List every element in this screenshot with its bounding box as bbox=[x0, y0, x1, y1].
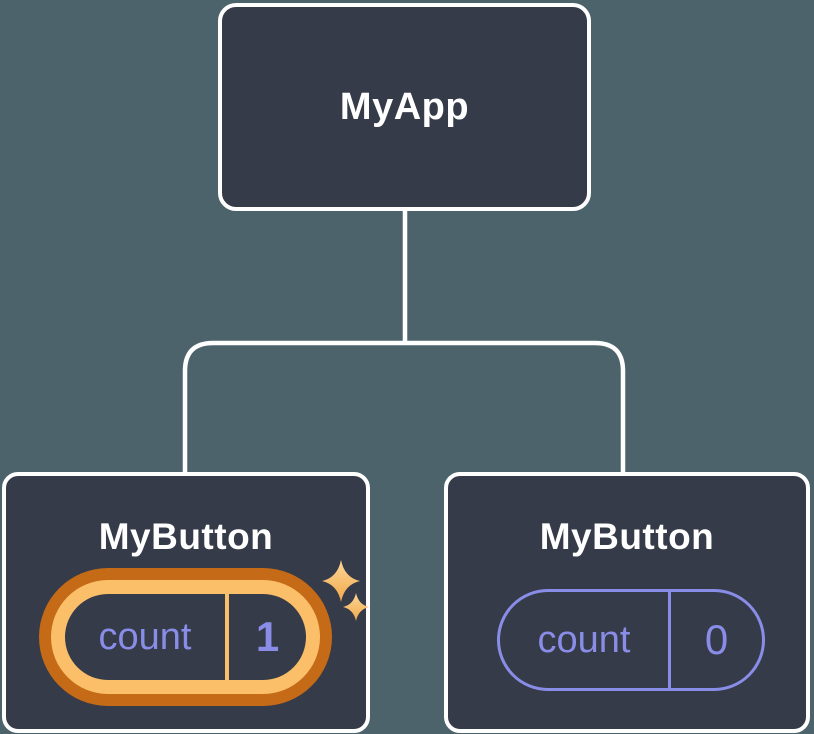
state-value: 1 bbox=[255, 613, 280, 660]
component-node-mybutton-right: MyButton count 0 bbox=[444, 472, 810, 733]
state-pill-body: count 1 bbox=[65, 594, 306, 680]
component-label-mybutton-left: MyButton bbox=[98, 516, 274, 557]
state-pill-highlighted: count 1 bbox=[39, 568, 332, 706]
connector-branches bbox=[182, 340, 626, 476]
sparkle-large bbox=[322, 560, 360, 602]
sparkle-small bbox=[343, 593, 369, 621]
sparkles-icon bbox=[322, 560, 369, 621]
state-divider bbox=[225, 594, 229, 680]
component-label-mybutton-right: MyButton bbox=[539, 516, 715, 557]
component-label-myapp: MyApp bbox=[339, 85, 470, 128]
component-node-myapp: MyApp bbox=[218, 3, 591, 211]
state-name: count bbox=[537, 618, 631, 661]
component-node-mybutton-left: MyButton count 1 bbox=[2, 472, 370, 733]
state-divider bbox=[668, 592, 671, 688]
state-pill-gold-ring: count 1 bbox=[51, 580, 320, 694]
state-name: count bbox=[98, 615, 192, 658]
state-value: 0 bbox=[704, 616, 729, 663]
state-pill-plain: count 0 bbox=[497, 589, 765, 691]
